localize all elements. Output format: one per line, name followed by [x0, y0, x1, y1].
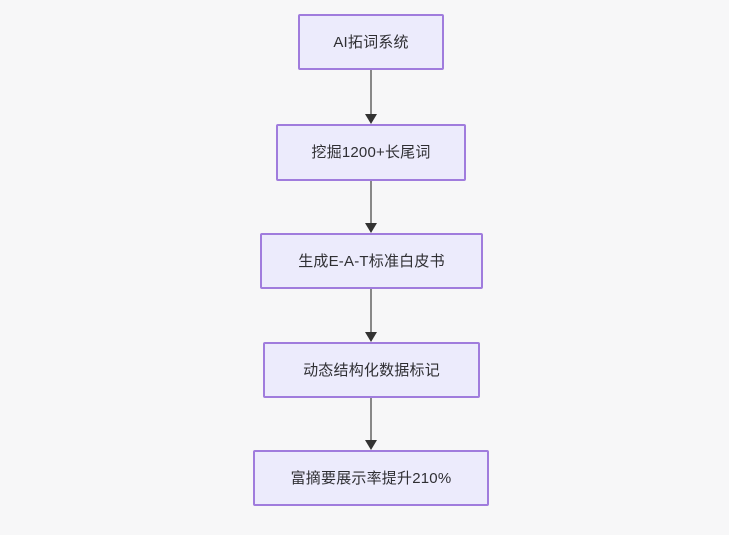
flow-node-label: AI拓词系统	[333, 33, 409, 51]
flow-node-label: 动态结构化数据标记	[303, 361, 440, 379]
flow-edge-n2-to-n3	[361, 181, 381, 233]
flow-node-n2[interactable]: 挖掘1200+长尾词	[276, 124, 466, 181]
flow-node-label: 生成E-A-T标准白皮书	[298, 252, 445, 270]
flow-node-n4[interactable]: 动态结构化数据标记	[263, 342, 480, 398]
flow-node-n3[interactable]: 生成E-A-T标准白皮书	[260, 233, 483, 289]
flow-node-n5[interactable]: 富摘要展示率提升210%	[253, 450, 489, 506]
arrowhead-icon	[365, 114, 377, 124]
flow-edge-n3-to-n4	[361, 289, 381, 342]
flow-node-label: 挖掘1200+长尾词	[311, 144, 431, 161]
flow-node-n1[interactable]: AI拓词系统	[298, 14, 444, 70]
arrowhead-icon	[365, 223, 377, 233]
flow-node-label: 富摘要展示率提升210%	[290, 469, 452, 487]
flow-edge-n1-to-n2	[361, 70, 381, 124]
arrowhead-icon	[365, 440, 377, 450]
flow-edge-n4-to-n5	[361, 398, 381, 450]
arrowhead-icon	[365, 332, 377, 342]
